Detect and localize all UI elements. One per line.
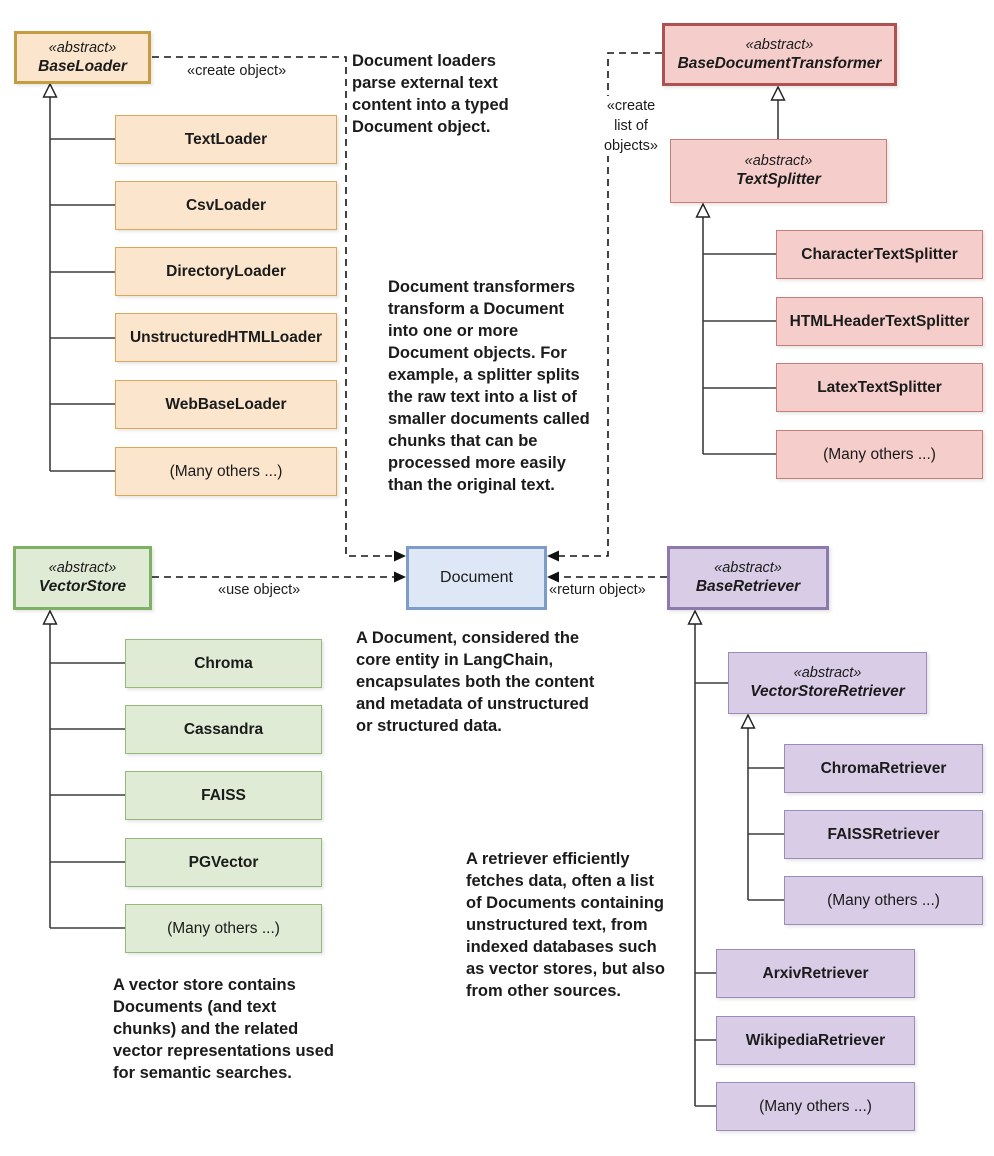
class-name: Cassandra bbox=[183, 720, 264, 738]
class-name: BaseDocumentTransformer bbox=[677, 54, 882, 72]
loaders-tree bbox=[42, 82, 115, 472]
cassandra-class-box: Cassandra bbox=[125, 705, 322, 754]
stereotype-label: «abstract» bbox=[793, 665, 862, 681]
faiss-class-box: FAISS bbox=[125, 771, 322, 820]
class-name: BaseLoader bbox=[38, 57, 127, 75]
retrievers-many-others-box: (Many others ...) bbox=[716, 1082, 915, 1131]
webbaseloader-class-box: WebBaseLoader bbox=[115, 380, 337, 429]
loaders-note: Document loaders parse external text con… bbox=[352, 52, 509, 136]
return-object-arrow bbox=[547, 571, 667, 583]
stereotype-label: «abstract» bbox=[714, 560, 782, 576]
class-name: WebBaseLoader bbox=[165, 395, 287, 413]
use-object-label: «use object» bbox=[218, 582, 301, 598]
class-name: HTMLHeaderTextSplitter bbox=[789, 312, 970, 330]
class-name: BaseRetriever bbox=[695, 578, 801, 595]
class-name: VectorStoreRetriever bbox=[750, 683, 905, 700]
class-name: (Many others ...) bbox=[167, 919, 280, 937]
class-name: ArxivRetriever bbox=[762, 964, 869, 982]
charactertextsplitter-class-box: CharacterTextSplitter bbox=[776, 230, 983, 279]
faissretriever-class-box: FAISSRetriever bbox=[784, 810, 983, 859]
class-name: TextLoader bbox=[184, 130, 268, 148]
class-name: LatexTextSplitter bbox=[817, 378, 942, 396]
arxivretriever-class-box: ArxivRetriever bbox=[716, 949, 915, 998]
vectorstores-many-others-box: (Many others ...) bbox=[125, 904, 322, 953]
class-name: TextSplitter bbox=[736, 171, 821, 188]
vector-stores-tree bbox=[42, 609, 125, 929]
class-name: (Many others ...) bbox=[759, 1097, 872, 1115]
pgvector-class-box: PGVector bbox=[125, 838, 322, 887]
stereotype-label: «abstract» bbox=[48, 560, 117, 576]
stereotype-label: «abstract» bbox=[48, 39, 117, 56]
stereotype-label: «abstract» bbox=[745, 36, 814, 53]
vectorstore-class-box: «abstract» VectorStore bbox=[13, 546, 152, 610]
csvloader-class-box: CsvLoader bbox=[115, 181, 337, 230]
class-name: WikipediaRetriever bbox=[745, 1031, 886, 1049]
class-name: Chroma bbox=[194, 654, 253, 672]
create-list-of-objects-label: «create list of objects» bbox=[596, 96, 666, 156]
loaders-many-others-box: (Many others ...) bbox=[115, 447, 337, 496]
class-name: CharacterTextSplitter bbox=[801, 245, 958, 263]
class-name: (Many others ...) bbox=[823, 445, 936, 463]
chromaretriever-class-box: ChromaRetriever bbox=[784, 744, 983, 793]
use-object-arrow bbox=[152, 571, 406, 583]
directoryloader-class-box: DirectoryLoader bbox=[115, 247, 337, 296]
unstructuredhtmlloader-class-box: UnstructuredHTMLLoader bbox=[115, 313, 337, 362]
class-name: (Many others ...) bbox=[169, 462, 283, 480]
textsplitter-class-box: «abstract» TextSplitter bbox=[670, 139, 887, 203]
vector-store-note: A vector store contains Documents (and t… bbox=[113, 976, 334, 1082]
baseretriever-class-box: «abstract» BaseRetriever bbox=[667, 546, 829, 610]
vsretrievers-many-others-box: (Many others ...) bbox=[784, 876, 983, 925]
splitters-many-others-box: (Many others ...) bbox=[776, 430, 983, 479]
class-name: PGVector bbox=[188, 853, 259, 871]
class-name: FAISS bbox=[201, 786, 246, 804]
basedocumenttransformer-class-box: «abstract» BaseDocumentTransformer bbox=[662, 23, 897, 86]
return-object-label: «return object» bbox=[549, 582, 646, 598]
class-name: UnstructuredHTMLLoader bbox=[129, 328, 323, 346]
retriever-note: A retriever efficiently fetches data, of… bbox=[466, 850, 665, 1000]
class-name: CsvLoader bbox=[185, 196, 267, 214]
stereotype-label: «abstract» bbox=[744, 153, 813, 169]
baseloader-class-box: «abstract» BaseLoader bbox=[14, 31, 151, 84]
textloader-class-box: TextLoader bbox=[115, 115, 337, 164]
create-object-label: «create object» bbox=[187, 63, 287, 79]
class-name: Document bbox=[440, 569, 513, 586]
document-note: A Document, considered the core entity i… bbox=[356, 629, 595, 735]
class-name: FAISSRetriever bbox=[827, 825, 940, 843]
class-name: (Many others ...) bbox=[827, 891, 940, 909]
wikipediaretriever-class-box: WikipediaRetriever bbox=[716, 1016, 915, 1065]
chroma-class-box: Chroma bbox=[125, 639, 322, 688]
document-class-box: Document bbox=[406, 546, 547, 610]
htmlheadertextsplitter-class-box: HTMLHeaderTextSplitter bbox=[776, 297, 983, 346]
class-name: VectorStore bbox=[38, 578, 127, 595]
class-name: DirectoryLoader bbox=[166, 262, 286, 280]
latextextsplitter-class-box: LatexTextSplitter bbox=[776, 363, 983, 412]
class-name: ChromaRetriever bbox=[820, 759, 947, 777]
transformers-note: Document transformers transform a Docume… bbox=[388, 278, 590, 494]
vectorstoreretriever-class-box: «abstract» VectorStoreRetriever bbox=[728, 652, 927, 714]
